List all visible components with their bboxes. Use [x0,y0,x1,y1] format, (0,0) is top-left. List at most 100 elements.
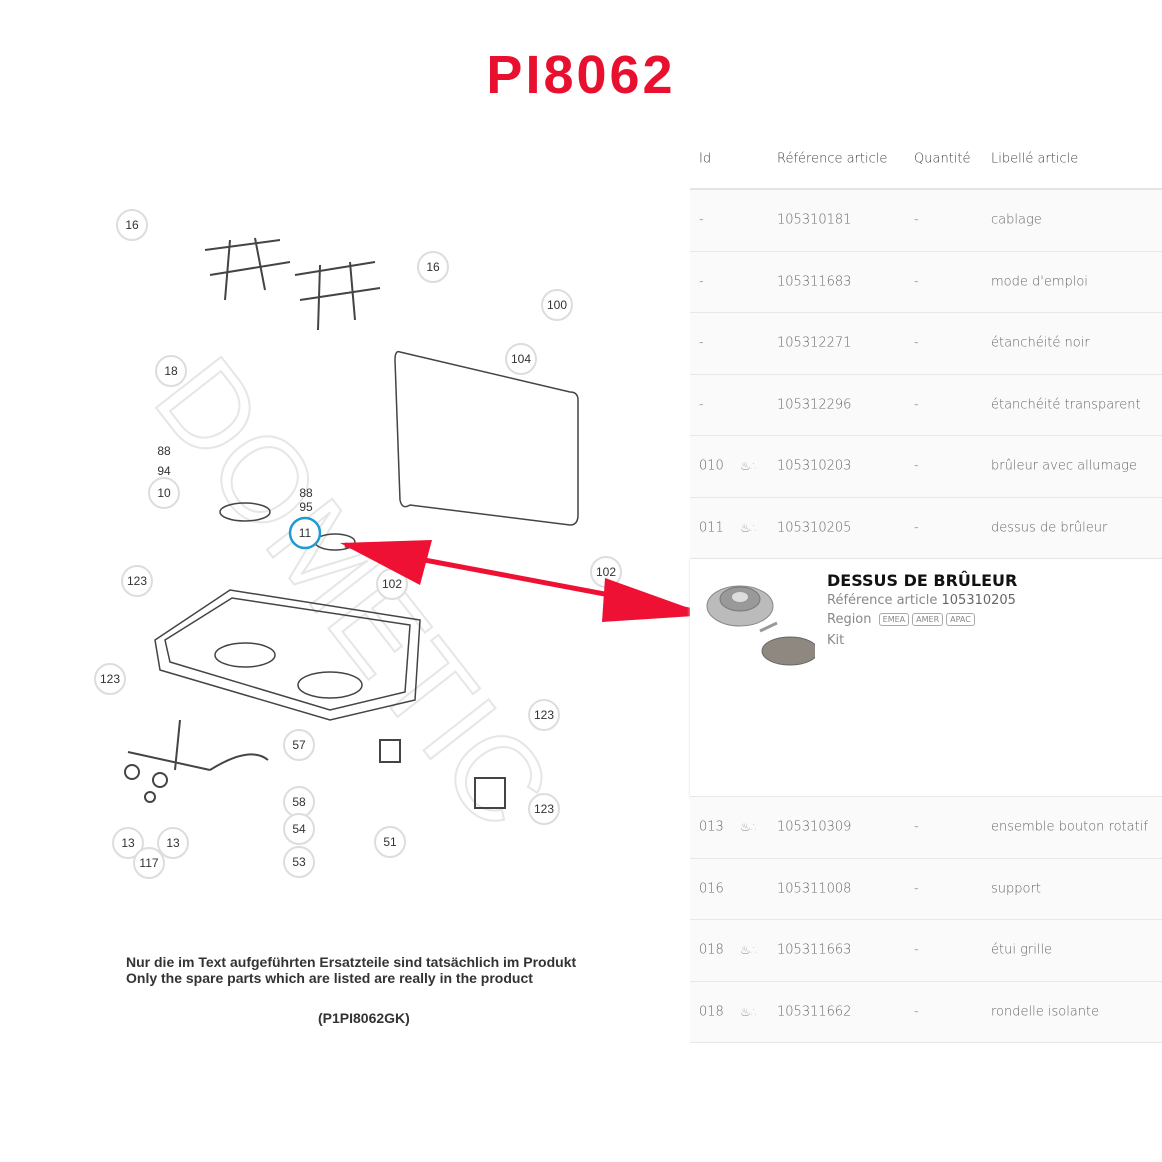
eco-burner-icon: ♨∴ [740,459,759,474]
cell-label: ensemble bouton rotatif [991,819,1148,835]
table-row[interactable]: 018 ♨∴ 105311662 - rondelle isolante [690,981,1162,1043]
cell-id: 011 [699,520,724,536]
cell-ref: 105310181 [777,212,852,228]
diagram-code: (P1PI8062GK) [318,1010,410,1026]
note-english: Only the spare parts which are listed ar… [126,970,533,986]
callout-circle [528,699,560,731]
table-row[interactable]: 018 ♨∴ 105311663 - étui grille [690,920,1162,982]
eco-burner-icon: ♨∴ [740,943,759,958]
table-row[interactable]: 013♨∴105310309-ensemble bouton rotatif [690,797,1162,859]
callout-circle [528,793,560,825]
header-label: Libellé article [991,151,1079,167]
callout-label: 117 [139,856,158,870]
callout-circle [112,827,144,859]
table-row[interactable]: -105312296-étanchéité transparent [690,374,1162,436]
cell-ref: 105312271 [777,335,852,351]
callout-circle [157,827,189,859]
grate-left [204,237,381,331]
callout-label: 54 [292,822,306,836]
cell-ref: 105311008 [777,881,852,897]
callout-label: 102 [382,577,402,591]
cell-qty: - [914,520,919,536]
eco-burner-icon: ♨∴ [740,520,759,535]
cell-label: étui grille [991,942,1053,958]
callout-circle [505,343,537,375]
callout-label: 13 [121,836,135,850]
eco-burner-icon: ♨∴ [740,1004,759,1019]
cell-ref: 105311662 [777,1004,852,1020]
callout-label: 123 [127,574,147,588]
header-ref: Référence article [777,151,888,167]
table-header: Id Référence article Quantité Libellé ar… [690,130,1162,190]
callout-label: 13 [166,836,180,850]
cell-label: dessus de brûleur [991,520,1108,536]
callout-label: 58 [292,795,306,809]
region-badge: EMEA [878,613,910,626]
cell-id: 013 [699,819,724,835]
table-row[interactable]: 010♨∴105310203-brûleur avec allumage [690,436,1162,498]
callout-circle [116,209,148,241]
region-badge: APAC [946,613,975,626]
table-row[interactable]: 011 ♨∴ 105310205 - dessus de brûleur [690,497,1162,559]
callout-label: 88 [157,444,171,458]
callout-label: 100 [547,298,567,312]
detail-region-label: Region [827,612,872,627]
cell-ref: 105310203 [777,458,852,474]
cell-label: étanchéité transparent [991,397,1141,413]
cell-label: rondelle isolante [991,1004,1100,1020]
cell-label: cablage [991,212,1042,228]
table-row[interactable]: -105310181-cablage [690,190,1162,252]
gas-valves [124,719,506,809]
callout-label: 123 [534,802,554,816]
region-badge: AMER [912,613,944,626]
cell-ref: 105311683 [777,274,852,290]
table-row[interactable]: -105312271-étanchéité noir [690,313,1162,375]
header-qty: Quantité [914,151,971,167]
watermark: DOMETIC [130,334,576,853]
highlight-arrow [340,540,690,622]
cell-label: support [991,881,1041,897]
cell-ref: 105311663 [777,942,852,958]
callout-circle [417,251,449,283]
cell-ref: 105310205 [777,520,852,536]
lid-glass [394,350,579,526]
cell-id: 018 [699,1004,724,1020]
cell-id: - [699,274,704,290]
table-row[interactable]: -105311683-mode d'emploi [690,251,1162,313]
callout-label: 57 [292,738,306,752]
cell-id: 018 [699,942,724,958]
cell-ref: 105312296 [777,397,852,413]
callout-label: 102 [596,565,616,579]
callout-label: 123 [100,672,120,686]
callout-label: 18 [164,364,178,378]
detail-kit: Kit [827,633,845,648]
cell-qty: - [914,274,919,290]
cell-qty: - [914,212,919,228]
callout-circle [121,565,153,597]
header-id: Id [699,151,712,167]
cell-id: - [699,397,704,413]
cell-qty: - [914,1004,919,1020]
callout-label: 16 [125,218,139,232]
callout-label: 51 [383,835,397,849]
hob-tray [154,502,421,721]
callout-circle [133,847,165,879]
callout-label: 10 [157,486,171,500]
callout-label: 123 [534,708,554,722]
callout-label: 11 [299,526,312,540]
part-detail-panel: DESSUS DE BRÛLEUR Référence article 1053… [690,559,1162,797]
detail-ref-value: 105310205 [941,593,1016,608]
callout-circle [94,663,126,695]
cell-qty: - [914,819,919,835]
detail-title: DESSUS DE BRÛLEUR [827,571,1018,590]
callout-circle [374,826,406,858]
note-german: Nur die im Text aufgeführten Ersatzteile… [126,954,577,970]
callout-label: 88 [299,486,313,500]
cell-qty: - [914,942,919,958]
callout-label: 53 [292,855,306,869]
cell-id: - [699,335,704,351]
callout-circle [541,289,573,321]
